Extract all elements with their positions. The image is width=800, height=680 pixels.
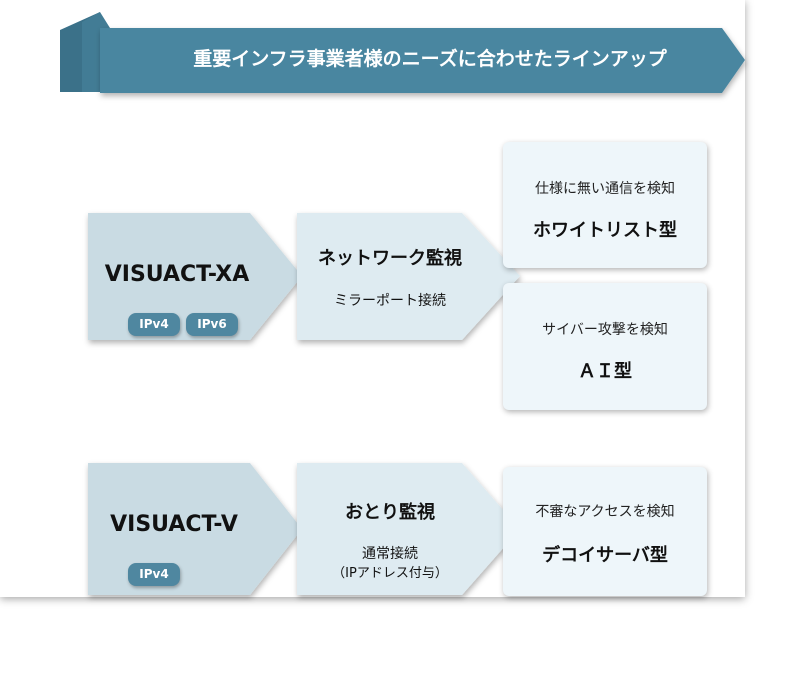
product-chevron-xa <box>88 213 302 340</box>
result-box-whitelist: 仕様に無い通信を検知 ホワイトリスト型 <box>503 142 707 268</box>
header-title: 重要インフラ事業者様のニーズに合わせたラインアップ <box>193 48 667 70</box>
method-chevron-network <box>297 213 520 340</box>
method-title: ネットワーク監視 <box>318 248 462 269</box>
ipv6-badge: IPv6 <box>186 313 238 336</box>
header-banner <box>100 28 745 93</box>
product-name: VISUACT-V <box>110 512 238 537</box>
result-sub: サイバー攻撃を検知 <box>542 322 668 338</box>
method-chevron-decoy <box>297 463 520 595</box>
method-title: おとり監視 <box>345 502 435 523</box>
result-sub: 不審なアクセスを検知 <box>535 504 675 520</box>
method-note: （IPアドレス付与） <box>332 566 448 581</box>
method-sub: 通常接続 <box>362 546 418 562</box>
result-title: デコイサーバ型 <box>542 545 668 566</box>
ipv4-badge: IPv4 <box>128 313 180 336</box>
ipv4-badge: IPv4 <box>128 563 180 586</box>
result-title: ＡＩ型 <box>578 361 632 382</box>
method-sub: ミラーポート接続 <box>334 293 446 309</box>
product-name: VISUACT-XA <box>104 262 250 287</box>
result-sub: 仕様に無い通信を検知 <box>535 181 675 197</box>
result-title: ホワイトリスト型 <box>533 220 677 241</box>
product-chevron-v <box>88 463 302 595</box>
result-box-decoy: 不審なアクセスを検知 デコイサーバ型 <box>503 467 707 596</box>
result-box-ai: サイバー攻撃を検知 ＡＩ型 <box>503 283 707 410</box>
